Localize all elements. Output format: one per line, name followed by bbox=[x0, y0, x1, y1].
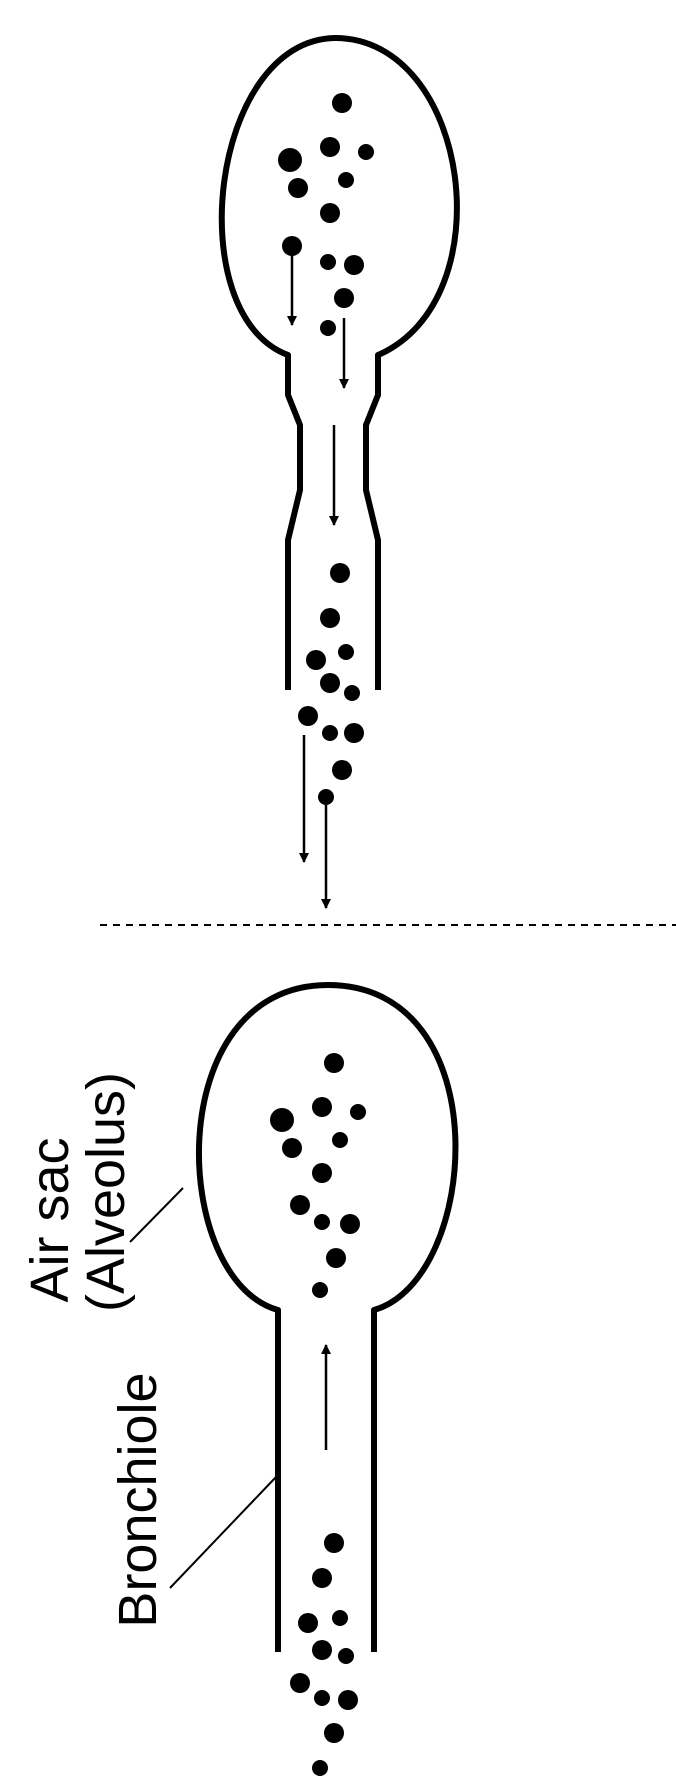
particle bbox=[298, 706, 318, 726]
particle bbox=[320, 673, 340, 693]
particle bbox=[314, 1214, 330, 1230]
particle bbox=[332, 760, 352, 780]
particle bbox=[312, 1568, 332, 1588]
particle bbox=[278, 148, 302, 172]
particle bbox=[326, 1248, 346, 1268]
particle bbox=[270, 1108, 294, 1132]
normal-alveolus-outline bbox=[195, 982, 459, 1652]
particle bbox=[318, 789, 334, 805]
leader-lines bbox=[129, 1187, 277, 1589]
particle bbox=[338, 172, 354, 188]
air-sac-leader-line bbox=[129, 1187, 184, 1243]
particle bbox=[312, 1097, 332, 1117]
particle bbox=[314, 1690, 330, 1706]
particle bbox=[332, 1610, 348, 1626]
collapsing-alveolus-outline bbox=[218, 35, 460, 690]
outflow-arrows bbox=[287, 255, 349, 909]
bronchiole-label: Bronchiole bbox=[108, 1372, 168, 1627]
particle bbox=[320, 320, 336, 336]
bronchiole-leader-line bbox=[169, 1476, 277, 1589]
collapsing-alveolus bbox=[218, 35, 460, 909]
particle bbox=[312, 1640, 332, 1660]
alveolus-label: (Alveolus) bbox=[76, 1072, 136, 1312]
particle bbox=[320, 137, 340, 157]
particle bbox=[344, 255, 364, 275]
particle bbox=[290, 1673, 310, 1693]
normal-alveolus-particles bbox=[270, 1053, 366, 1776]
collapsing-alveolus-particles bbox=[278, 93, 374, 805]
particle bbox=[288, 178, 308, 198]
particle bbox=[338, 1648, 354, 1664]
particle bbox=[334, 288, 354, 308]
normal-alveolus bbox=[129, 982, 459, 1776]
particle bbox=[324, 1053, 344, 1073]
particle bbox=[322, 725, 338, 741]
particle bbox=[320, 608, 340, 628]
particle bbox=[338, 644, 354, 660]
particle bbox=[320, 254, 336, 270]
particle bbox=[282, 236, 302, 256]
particle bbox=[312, 1282, 328, 1298]
particle bbox=[298, 1613, 318, 1633]
air-sac-label: Air sac bbox=[20, 1137, 80, 1302]
particle bbox=[306, 650, 326, 670]
particle bbox=[350, 1104, 366, 1120]
particle bbox=[312, 1760, 328, 1776]
particle bbox=[324, 1533, 344, 1553]
particle bbox=[332, 93, 352, 113]
particle bbox=[332, 1132, 348, 1148]
particle bbox=[282, 1138, 302, 1158]
particle bbox=[344, 723, 364, 743]
particle bbox=[340, 1214, 360, 1234]
particle bbox=[320, 203, 340, 223]
particle bbox=[344, 685, 360, 701]
particle bbox=[324, 1723, 344, 1743]
particle bbox=[358, 144, 374, 160]
particle bbox=[290, 1195, 310, 1215]
particle bbox=[338, 1690, 358, 1710]
particle bbox=[330, 563, 350, 583]
particle bbox=[312, 1163, 332, 1183]
